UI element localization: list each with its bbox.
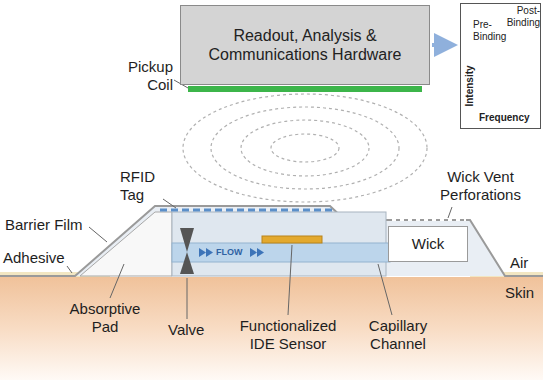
node-text: Intensity bbox=[464, 64, 476, 108]
rfid-tag bbox=[160, 209, 335, 212]
valve-symbol bbox=[180, 228, 194, 252]
part-label: Functionalized IDE Sensor bbox=[228, 317, 348, 353]
leader-lines bbox=[67, 80, 452, 319]
wick-box: Wick bbox=[388, 226, 468, 262]
part-label: Skin bbox=[505, 284, 534, 302]
part-label: RFID Tag bbox=[120, 168, 162, 204]
part-label: Valve bbox=[168, 321, 204, 339]
node-text: Wick bbox=[412, 235, 445, 253]
part-label: Air bbox=[510, 254, 528, 272]
node-text: Pre-Binding bbox=[473, 19, 511, 43]
part-label: Pickup Coil bbox=[115, 58, 173, 94]
part-label: Wick Vent Perforations bbox=[428, 168, 533, 204]
valve-symbol bbox=[180, 252, 194, 274]
node-text: Post-Binding bbox=[505, 5, 540, 29]
node-text: Frequency bbox=[479, 112, 530, 124]
absorptive-pad bbox=[80, 212, 172, 276]
node-text: Readout, Analysis & Communications Hardw… bbox=[203, 26, 408, 64]
ide-sensor bbox=[262, 236, 322, 243]
hardware-box: Readout, Analysis & Communications Hardw… bbox=[180, 5, 430, 85]
flow-arrow bbox=[432, 43, 446, 47]
part-label: Capillary Channel bbox=[355, 317, 441, 353]
part-label: Barrier Film bbox=[5, 216, 83, 234]
vent-perforations bbox=[392, 219, 466, 221]
part-label: Adhesive bbox=[3, 249, 65, 267]
chart-inset: Pre-BindingPost-BindingIntensityFrequenc… bbox=[460, 3, 541, 129]
part-label: FLOW bbox=[216, 247, 243, 258]
capillary-channel bbox=[172, 243, 390, 262]
skin-region bbox=[0, 277, 543, 380]
barrier-film bbox=[0, 206, 543, 276]
field-lines bbox=[183, 94, 427, 202]
pickup-coil bbox=[188, 86, 422, 92]
part-label: Absorptive Pad bbox=[60, 300, 150, 336]
flow-arrows bbox=[199, 248, 264, 257]
